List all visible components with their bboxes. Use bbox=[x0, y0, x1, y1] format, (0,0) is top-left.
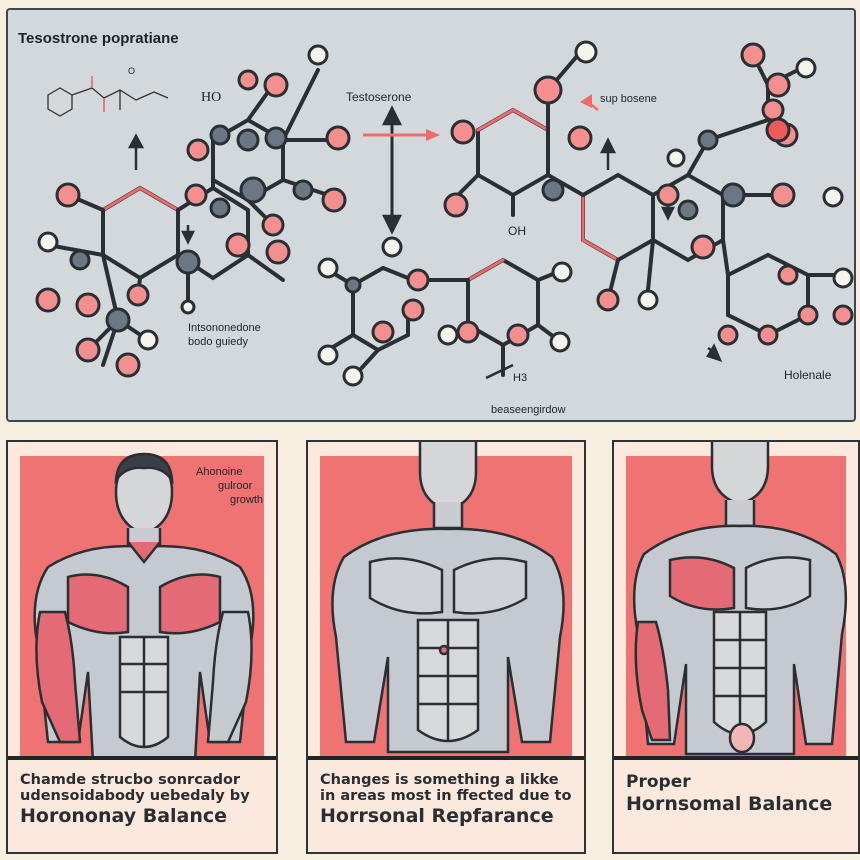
body-panel-3: Proper Hornsomal Balance bbox=[612, 440, 860, 854]
highlighted-atoms bbox=[765, 117, 791, 143]
caption-2: Changes is something a likke in areas mo… bbox=[308, 756, 584, 852]
left-molecule-bonds bbox=[46, 68, 330, 367]
diagram-title: Tesostrone popratiane bbox=[18, 30, 179, 47]
benzene-sketch bbox=[47, 76, 169, 117]
label-annotation-left-1: Intsononedone bbox=[188, 322, 261, 334]
caption-line-1: Chamde strucbo sonrcador bbox=[20, 772, 241, 788]
annotation-line-1: Ahonoine bbox=[196, 466, 243, 478]
male-figure-2 bbox=[331, 442, 565, 754]
label-oh: OH bbox=[508, 224, 526, 238]
caption-line-3: Horrsonal Repfarance bbox=[320, 805, 554, 827]
label-annotation-left-2: bodo guiedy bbox=[188, 336, 248, 348]
caption-line-2: udensoidabody uebedaly by bbox=[20, 788, 250, 804]
molecule-diagram-panel: Tesostrone popratiane Testoserone sup bo… bbox=[6, 8, 856, 422]
right-molecule-bonds bbox=[326, 53, 845, 377]
male-figure-3 bbox=[632, 442, 848, 756]
molecule-illustration bbox=[35, 40, 854, 387]
label-h3: H3 bbox=[513, 372, 528, 384]
caption-line-2: in areas most in ffected due to bbox=[320, 788, 572, 804]
label-beaseengirdow: beaseengirdow bbox=[491, 404, 566, 416]
caption-line-2: Proper bbox=[626, 772, 691, 792]
caption-line-3: Horononay Balance bbox=[20, 805, 228, 827]
hydrogen-atoms bbox=[37, 40, 854, 387]
label-sup-bosene: sup bosene bbox=[600, 93, 657, 105]
male-figure-1 bbox=[33, 452, 255, 756]
label-holenale: Holenale bbox=[784, 368, 832, 382]
caption-1: Chamde strucbo sonrcador udensoidabody u… bbox=[8, 756, 276, 852]
body-panel-1: Ahonoine gulroor growth Chamde strucbo s… bbox=[6, 440, 278, 854]
caption-line-1: Changes is something a likke bbox=[320, 772, 559, 788]
label-ho: HO bbox=[201, 90, 222, 105]
annotation-line-3: growth bbox=[230, 494, 264, 506]
caption-3: Proper Hornsomal Balance bbox=[614, 756, 858, 852]
annotation-line-2: gulroor bbox=[218, 480, 253, 492]
caption-line-3: Hornsomal Balance bbox=[626, 793, 833, 815]
reaction-arrows bbox=[127, 94, 723, 380]
label-testoserone: Testoserone bbox=[346, 90, 412, 104]
carbon-atoms bbox=[69, 124, 746, 333]
label-small-o: O bbox=[128, 66, 136, 76]
body-panel-2: Changes is something a likke in areas mo… bbox=[306, 440, 586, 854]
oxygen-atoms bbox=[35, 42, 854, 378]
